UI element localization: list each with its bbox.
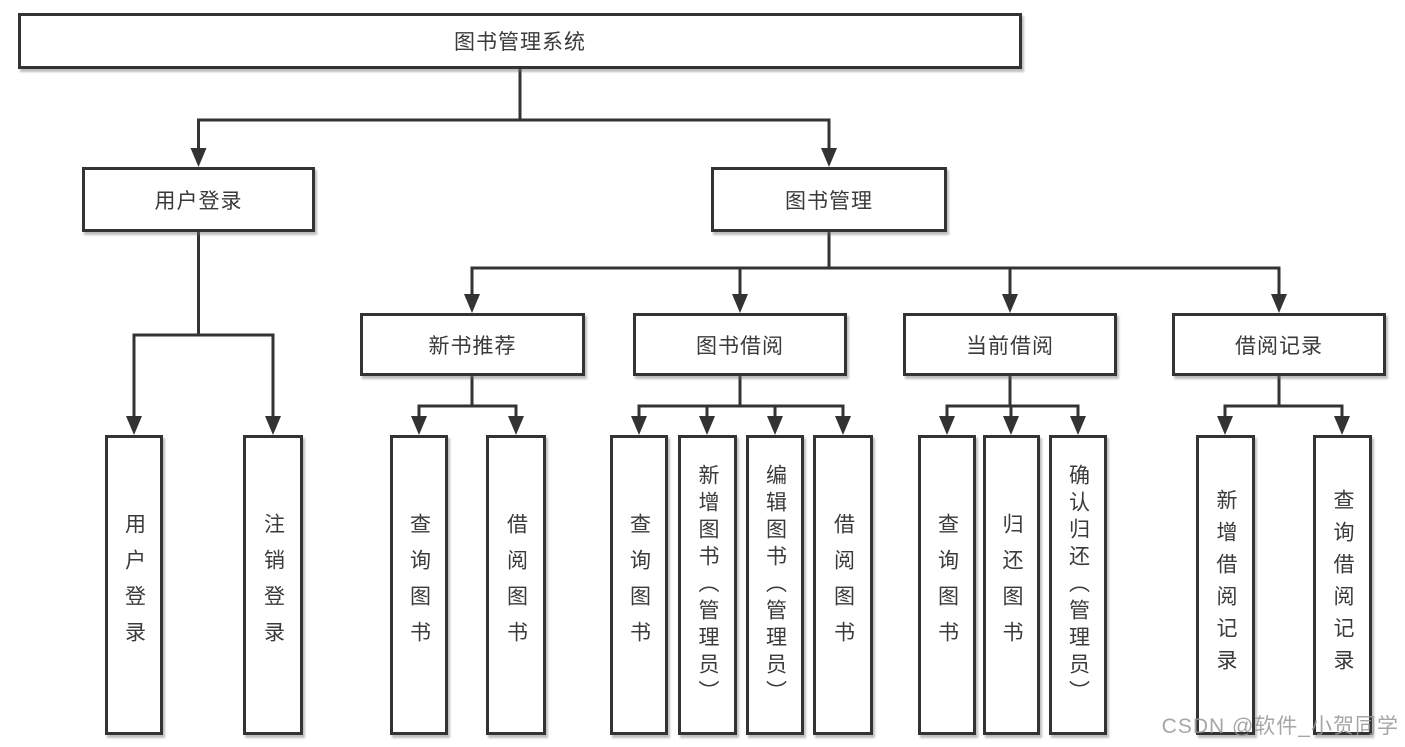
diagram-node-borrow-books: 借阅图书 [486,435,546,735]
node-label: 借阅记录 [1235,334,1323,358]
diagram-node-return-books: 归还图书 [983,435,1040,735]
diagram-node-confirm-return-admin: 确认归还（管理员） [1049,435,1107,735]
diagram-node-new-book-recommend: 新书推荐 [360,313,585,376]
node-label: 归还图书 [1000,513,1023,657]
diagram-node-borrow-books: 借阅图书 [813,435,873,735]
diagram-node-borrow-records: 借阅记录 [1172,313,1386,376]
node-label: 查询图书 [627,513,651,657]
node-label: 借阅图书 [504,513,528,657]
diagram-node-book-borrowing: 图书借阅 [633,313,847,376]
node-label: 用户登录 [122,513,146,657]
diagram-node-query-books: 查询图书 [918,435,976,735]
node-label: 图书管理系统 [454,31,586,54]
node-label: 注销登录 [261,513,285,657]
diagram-node-add-books-admin: 新增图书（管理员） [678,435,737,735]
csdn-watermark: CSDN @软件_小贺同学 [1161,715,1399,738]
node-label: 确认归还（管理员） [1066,463,1090,707]
node-label: 新书推荐 [428,334,517,358]
diagram-node-root: 图书管理系统 [18,13,1022,69]
node-label: 图书借阅 [696,334,784,358]
node-label: 查询图书 [935,513,959,657]
diagram-node-book-management: 图书管理 [711,167,947,232]
node-label: 查询图书 [407,513,431,657]
diagram-node-query-borrow-record: 查询借阅记录 [1313,435,1372,735]
node-label: 编辑图书（管理员） [763,463,787,707]
diagram-node-logout-leaf: 注销登录 [243,435,303,735]
diagram-node-edit-books-admin: 编辑图书（管理员） [746,435,804,735]
node-label: 查询借阅记录 [1331,489,1354,681]
diagram-node-user-login: 用户登录 [82,167,315,232]
diagram-node-query-books: 查询图书 [610,435,668,735]
node-label: 当前借阅 [966,334,1054,358]
node-label: 新增图书（管理员） [696,463,719,707]
node-label: 用户登录 [154,189,243,213]
diagram-node-current-borrowing: 当前借阅 [903,313,1117,376]
diagram-node-add-borrow-record: 新增借阅记录 [1196,435,1255,735]
node-label: 借阅图书 [831,513,855,657]
diagram-node-user-login-leaf: 用户登录 [105,435,163,735]
node-label: 新增借阅记录 [1214,489,1237,681]
diagram-node-query-books: 查询图书 [390,435,448,735]
node-label: 图书管理 [785,189,873,213]
